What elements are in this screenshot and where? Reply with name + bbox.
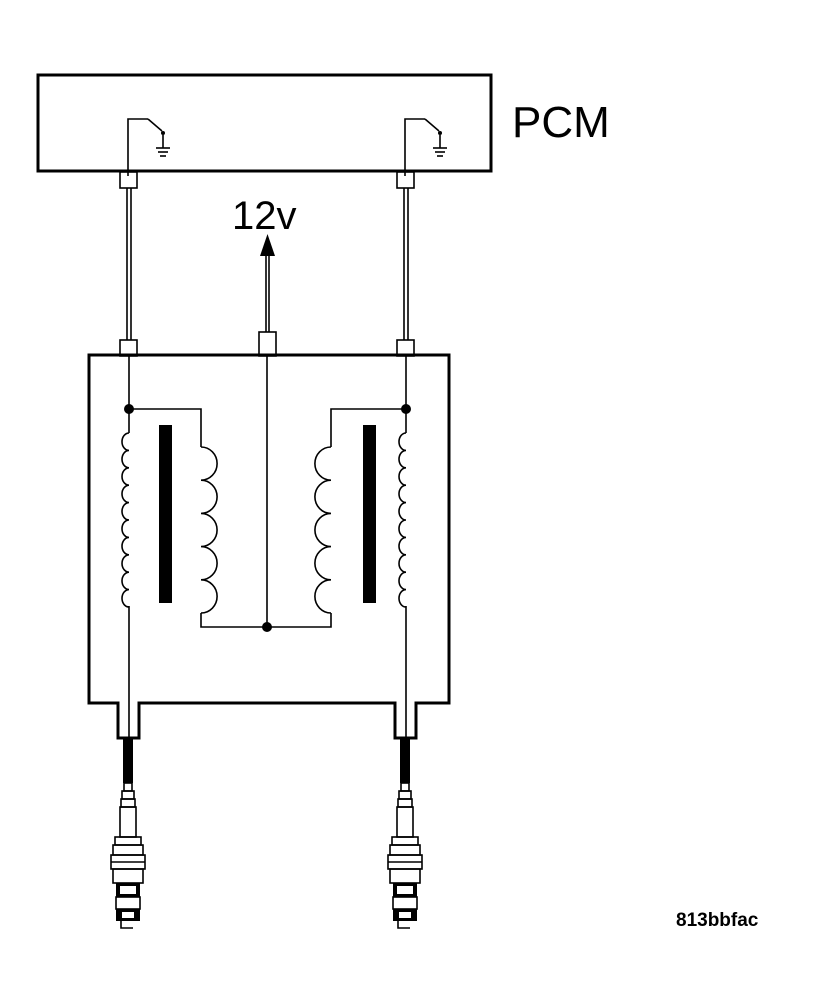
pcm-connector-right [396, 171, 415, 189]
pcm-connector-left [119, 171, 138, 189]
secondary-winding-left [121, 432, 130, 608]
primary-winding-left [200, 446, 218, 614]
pcm-driver-switch-right [404, 118, 447, 176]
pcm-driver-switch-left [127, 118, 170, 176]
iron-core-left [159, 425, 172, 603]
supply-voltage-label: 12v [232, 194, 297, 238]
pcm-label: PCM [512, 98, 610, 147]
supply-arrow [260, 234, 275, 332]
coil-pack-body [87, 353, 451, 740]
figure-id: 813bbfac [676, 910, 759, 931]
pcm-module [36, 73, 493, 173]
coil-internal-wiring [124, 356, 411, 738]
primary-winding-right [314, 446, 332, 614]
iron-core-right [363, 425, 376, 603]
secondary-winding-right [398, 432, 407, 608]
spark-plug-right [387, 738, 423, 929]
spark-plug-left [110, 738, 146, 929]
coil-connector-center [258, 331, 277, 357]
